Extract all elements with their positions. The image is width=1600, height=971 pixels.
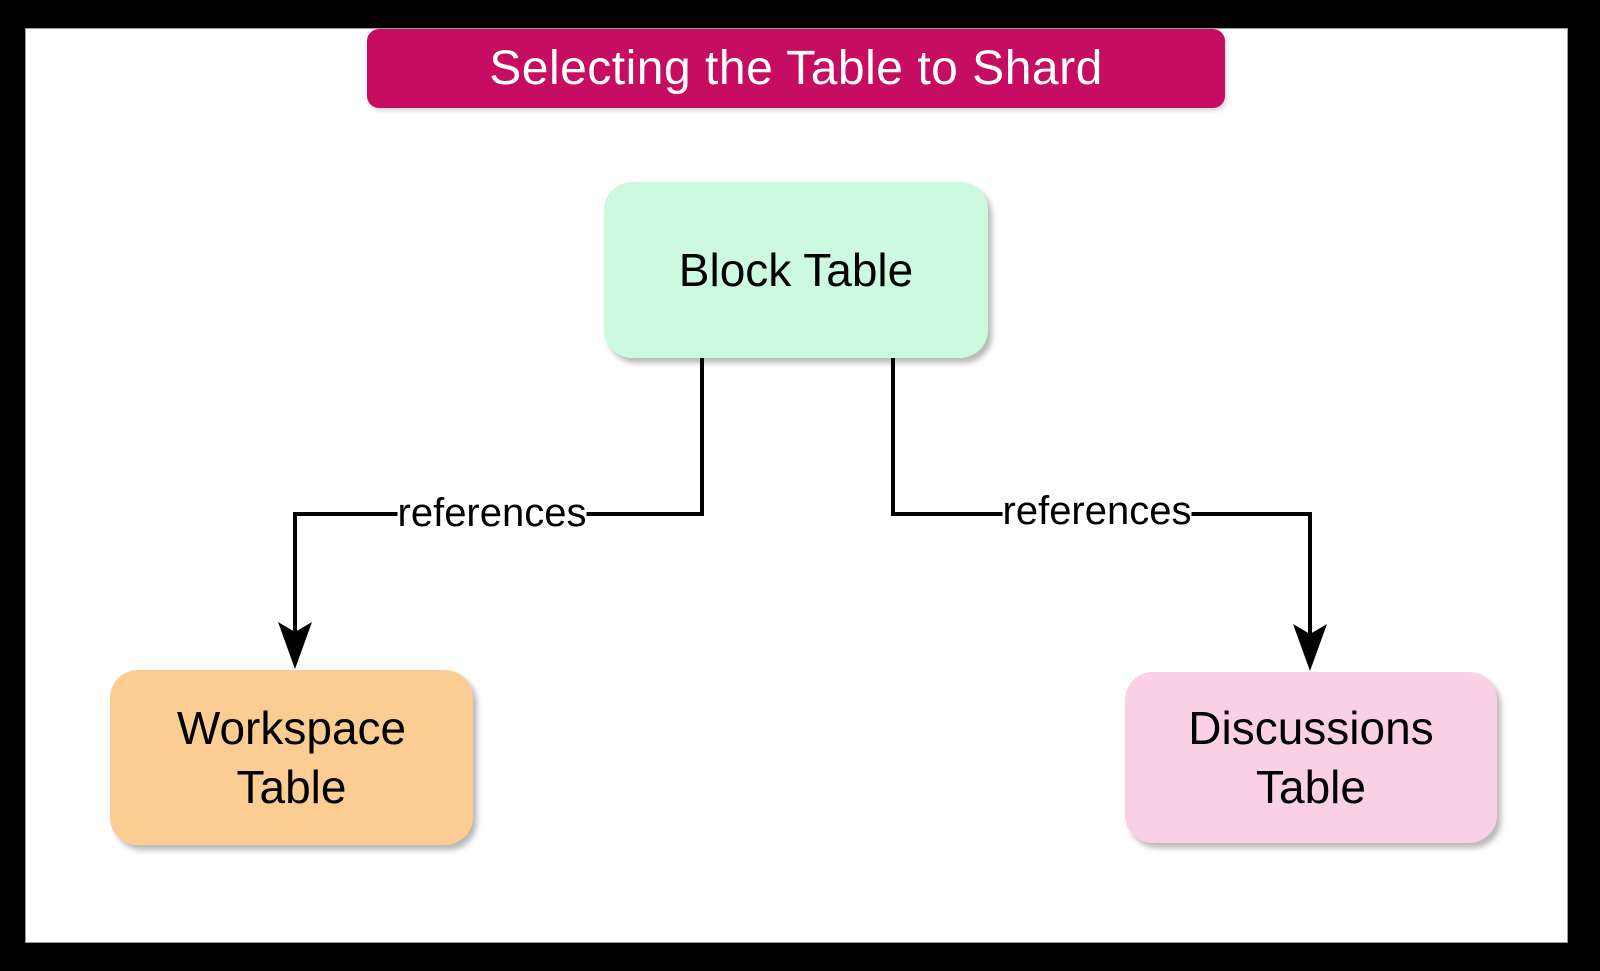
node-workspace-table: Workspace Table bbox=[110, 670, 473, 845]
edge-label-references-right: references bbox=[1002, 489, 1192, 533]
node-workspace-table-label: Workspace Table bbox=[176, 701, 407, 813]
node-discussions-table: Discussions Table bbox=[1125, 672, 1497, 843]
node-block-table: Block Table bbox=[604, 182, 988, 358]
diagram-title: Selecting the Table to Shard bbox=[367, 29, 1225, 108]
node-block-table-label: Block Table bbox=[678, 243, 914, 296]
edge-label-references-left: references bbox=[397, 491, 587, 535]
node-discussions-table-label: Discussions Table bbox=[1188, 701, 1434, 813]
